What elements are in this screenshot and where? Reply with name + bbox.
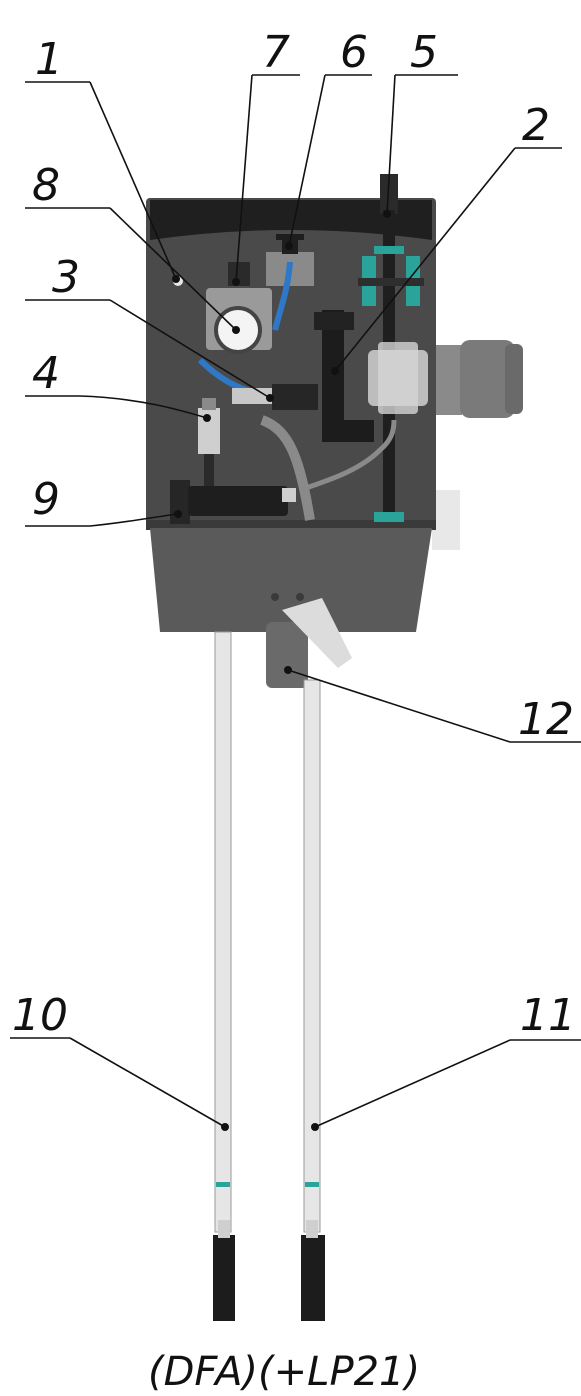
leader-dots [172,210,391,1131]
pipe-tee-2 [314,310,374,442]
callout-5: 5 [410,27,438,78]
callout-12: 12 [518,694,574,745]
callout-2: 2 [522,100,550,151]
callout-8: 8 [32,160,60,211]
grey-tube [299,419,397,493]
callout-7: 7 [262,27,290,78]
probe-11 [301,679,325,1321]
lower-housing [150,528,432,632]
leader-lines [10,74,581,1128]
grey-hose [260,415,315,521]
drain-12 [266,593,352,688]
callout-1: 1 [35,34,63,85]
probe-10 [213,631,235,1321]
callout-3: 3 [52,252,80,303]
teal-fittings [358,256,424,306]
blue-hose-upper [272,261,293,331]
caption: (DFA)(+LP21) [148,1349,420,1395]
callout-11: 11 [520,990,576,1041]
callout-labels: 1 2 3 4 5 6 7 8 9 10 11 12 [12,27,576,1041]
connector-3 [232,384,318,410]
callout-6: 6 [340,27,368,78]
callout-4: 4 [32,348,60,399]
callout-9: 9 [32,474,60,525]
side-motor [432,340,523,550]
callout-10: 10 [12,990,68,1041]
ball-valve [368,342,428,414]
